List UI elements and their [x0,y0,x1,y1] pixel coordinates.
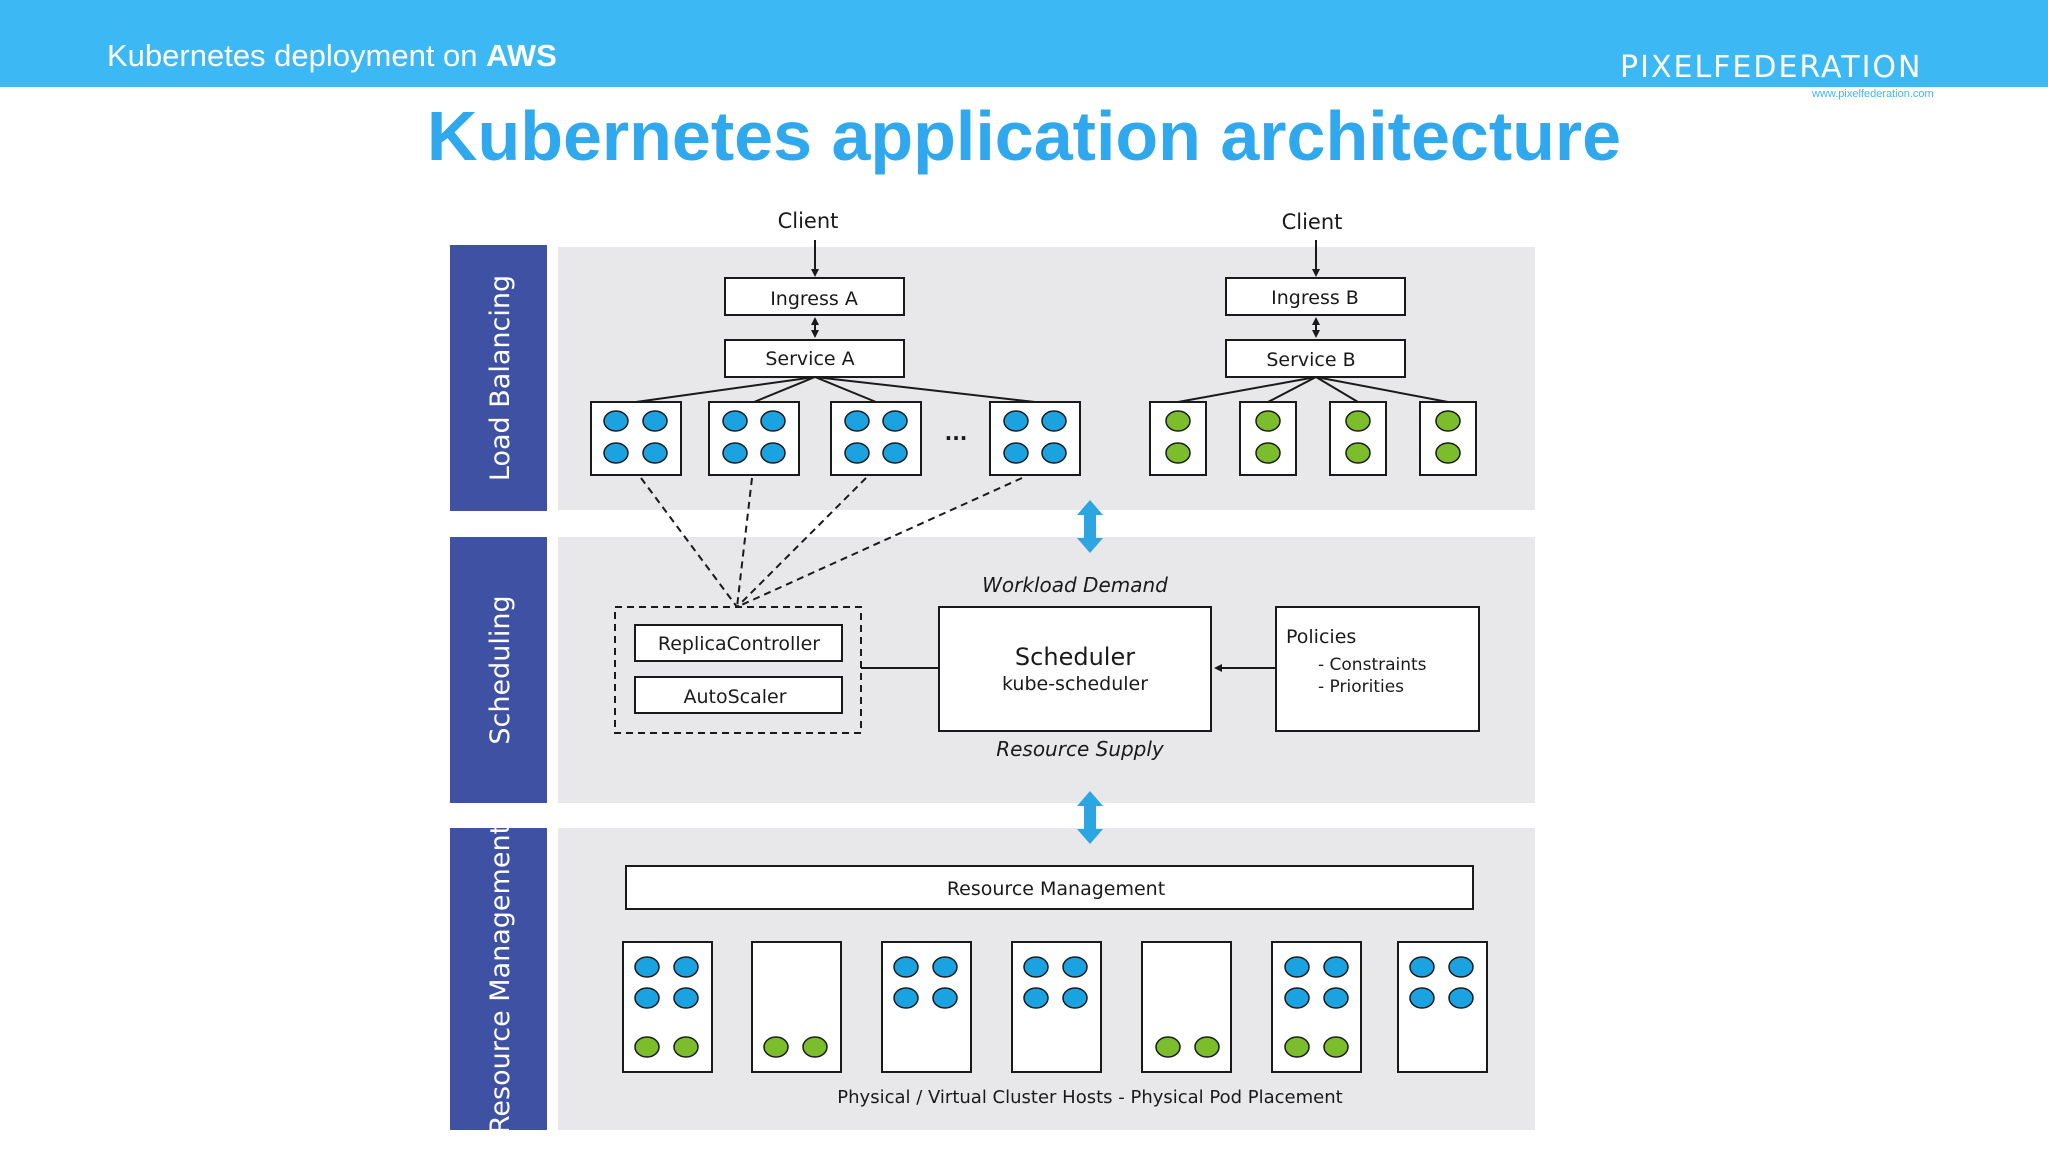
layer-label-resource-management [450,828,547,1130]
pod-group-b-2 [1239,401,1297,476]
service-a-fanout [635,376,1036,403]
cluster-host-6 [1271,941,1362,1073]
client-b-label: Client [1282,210,1343,234]
layer-label-scheduling [450,537,547,803]
layer-label-load-balancing [450,245,547,511]
workload-demand-label: Workload Demand [982,573,1168,597]
page-title: Kubernetes application architecture [426,97,1622,175]
header-title: Kubernetes deployment on AWS [107,38,557,74]
pixelfederation-logo: PIXELFEDERATION [1620,50,1923,85]
cluster-host-4 [1011,941,1102,1073]
policies-priorities: - Priorities [1318,677,1404,697]
layer-label-scheduling-text: Scheduling [485,595,516,744]
resource-supply-label: Resource Supply [996,737,1165,761]
cluster-host-2 [751,941,842,1073]
pod-group-b-3 [1329,401,1387,476]
autoscaler-label: AutoScaler [683,686,786,708]
autoscaler-box [634,676,843,714]
ingress-a-box [724,277,905,316]
pod-group-a-1 [590,401,682,476]
layer-label-load-balancing-text: Load Balancing [485,275,516,481]
pod-group-a-3 [830,401,922,476]
ingress-b-box [1225,277,1406,316]
cluster-hosts-caption: Physical / Virtual Cluster Hosts - Physi… [837,1087,1342,1108]
resource-management-label: Resource Management [947,878,1165,900]
policies-box [1275,606,1480,732]
pod-group-a-2 [708,401,800,476]
policies-title: Policies [1286,626,1356,648]
ingress-b-label: Ingress B [1271,287,1359,309]
cluster-host-3 [881,941,972,1073]
pod-group-a-4 [989,401,1081,476]
layer-label-resource-management-text: Resource Management [485,824,516,1134]
logo-url: www.pixelfederation.com [1812,88,1934,100]
pod-group-b-1 [1149,401,1207,476]
load-scheduling-double-arrow [1077,500,1103,553]
replica-controller-label: ReplicaController [658,633,820,655]
replica-dashed-lines [640,477,1023,608]
replica-group-box [614,606,862,734]
service-a-label: Service A [765,348,854,370]
header-bar: Kubernetes deployment on AWS PIXELFEDERA… [0,0,2048,87]
scheduler-box [938,606,1212,732]
scheduler-title: Scheduler [1015,643,1135,671]
cluster-host-1 [622,941,713,1073]
cluster-host-5 [1141,941,1232,1073]
replica-controller-box [634,624,843,662]
resource-management-box [625,865,1474,910]
pod-ellipsis: ... [945,421,968,445]
cluster-host-7 [1397,941,1488,1073]
scheduling-resource-double-arrow [1077,791,1103,844]
policies-constraints: - Constraints [1318,655,1427,675]
scheduler-subtitle: kube-scheduler [1002,673,1148,695]
header-title-prefix: Kubernetes deployment on [107,38,487,73]
service-b-box [1225,339,1406,378]
client-a-label: Client [778,209,839,233]
service-a-box [724,339,905,378]
header-title-bold: AWS [486,38,557,73]
ingress-a-label: Ingress A [770,288,858,310]
service-b-fanout [1177,376,1449,403]
pod-group-b-4 [1419,401,1477,476]
service-b-label: Service B [1266,349,1355,371]
